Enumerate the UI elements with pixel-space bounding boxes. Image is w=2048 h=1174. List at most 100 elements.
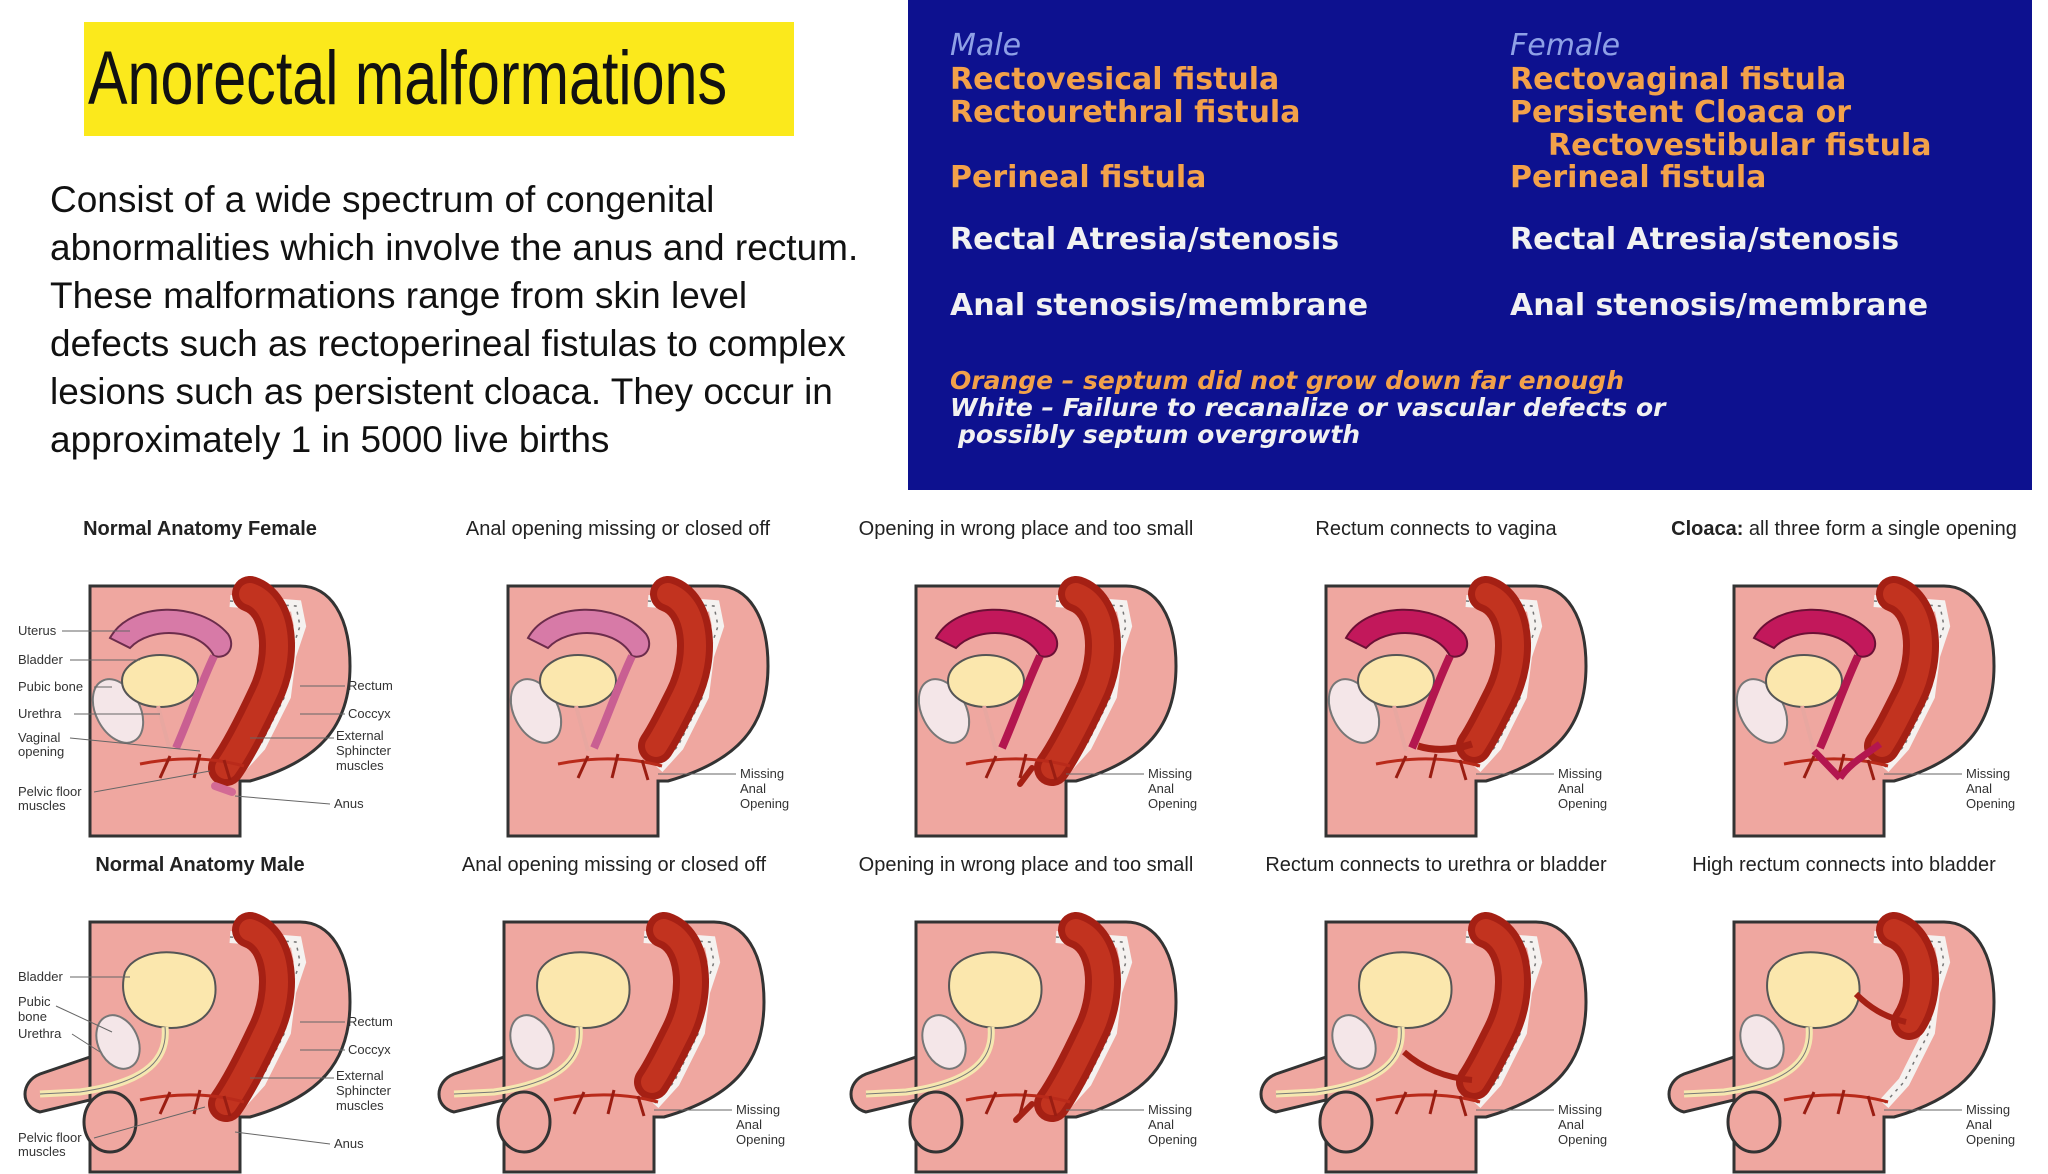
label-uterus: Uterus	[18, 623, 57, 638]
label-bladder: Bladder	[18, 969, 63, 984]
female-panel-normal: Normal Anatomy Female Uterus Bladder Pub…	[0, 518, 400, 838]
label-urethra: Urethra	[18, 706, 62, 721]
male-header: Male	[950, 28, 1022, 63]
label-pubic-bone: Pubic bone	[18, 679, 83, 694]
female-item: Anal stenosis/membrane	[1510, 288, 1929, 323]
svg-text:Anal: Anal	[1966, 781, 1992, 796]
female-normal-illustration: Uterus Bladder Pubic bone Urethra Vagina…	[18, 546, 393, 838]
panel-title: Rectum connects to vagina	[1315, 518, 1557, 540]
label-sphincter-muscles: muscles	[336, 1098, 384, 1113]
label-bladder: Bladder	[18, 652, 63, 667]
label-sphincter: Sphincter	[336, 743, 392, 758]
svg-text:Anal: Anal	[740, 781, 766, 796]
label-external: External	[336, 728, 384, 743]
label-rectum: Rectum	[348, 1014, 393, 1029]
svg-text:Opening: Opening	[1966, 1132, 2015, 1147]
label-anus: Anus	[334, 796, 364, 811]
male-labels-right: Rectum Coccyx External Sphincter muscles…	[234, 1014, 393, 1151]
label-bone: bone	[18, 1009, 47, 1024]
female-panel-wrong-place: Opening in wrong place and too small Mis…	[826, 518, 1226, 838]
female-item: Perineal fistula	[1510, 160, 1767, 195]
male-item: Perineal fistula	[950, 160, 1207, 195]
panel-title: Normal Anatomy Male	[95, 854, 305, 876]
legend-orange: Orange – septum did not grow down far en…	[950, 366, 1624, 395]
female-panel-cloaca: Cloaca: all three form a single opening …	[1644, 518, 2044, 838]
label-sphincter-muscles: muscles	[336, 758, 384, 773]
svg-text:Missing: Missing	[1558, 1102, 1602, 1117]
svg-text:Missing: Missing	[1966, 1102, 2010, 1117]
panel-title: Cloaca: all three form a single opening	[1671, 518, 2017, 540]
female-labels-right: Rectum Coccyx External Sphincter muscles…	[234, 678, 393, 811]
label-opening: opening	[18, 744, 64, 759]
panel-title: Rectum connects to urethra or bladder	[1265, 854, 1607, 876]
legend-white-line1: White – Failure to recanalize or vascula…	[950, 393, 1666, 422]
male-item: Rectal Atresia/stenosis	[950, 222, 1340, 257]
label-pelvic-floor: Pelvic floor	[18, 1130, 82, 1145]
male-bladder-illustration: Missing Anal Opening	[1644, 912, 2015, 1174]
svg-text:Missing: Missing	[740, 766, 784, 781]
svg-text:Opening: Opening	[1558, 796, 1607, 811]
svg-text:Anal: Anal	[1558, 1117, 1584, 1132]
female-panel-missing: Anal opening missing or closed off Missi…	[418, 518, 818, 838]
male-panel-urethra: Rectum connects to urethra or bladder Mi…	[1236, 854, 1636, 1174]
svg-text:Anal: Anal	[1558, 781, 1584, 796]
label-sphincter: Sphincter	[336, 1083, 392, 1098]
slide-title: Anorectal malformations	[88, 36, 728, 121]
male-item: Anal stenosis/membrane	[950, 288, 1369, 323]
male-panel-bladder: High rectum connects into bladder Missin…	[1644, 854, 2044, 1174]
female-wrong-place-illustration: Missing Anal Opening	[826, 546, 1197, 838]
panel-title: Normal Anatomy Female	[83, 518, 317, 540]
label-coccyx: Coccyx	[348, 706, 391, 721]
missing-opening-label: Missing Anal Opening	[654, 1102, 785, 1147]
panel-title: Anal opening missing or closed off	[465, 518, 771, 540]
panel-title: Opening in wrong place and too small	[858, 518, 1194, 540]
panel-title: Anal opening missing or closed off	[461, 854, 767, 876]
male-item: Rectovesical fistula	[950, 62, 1280, 97]
female-item: Persistent Cloaca or	[1510, 95, 1851, 130]
missing-opening-label: Missing Anal Opening	[658, 766, 789, 811]
svg-text:Missing: Missing	[736, 1102, 780, 1117]
label-anus: Anus	[334, 1136, 364, 1151]
svg-text:Opening: Opening	[736, 1132, 785, 1147]
missing-opening-label: Missing Anal Opening	[1476, 1102, 1607, 1147]
label-vaginal: Vaginal	[18, 730, 61, 745]
missing-opening-label: Missing Anal Opening	[1476, 766, 1607, 811]
label-coccyx: Coccyx	[348, 1042, 391, 1057]
female-item: Rectovaginal fistula	[1510, 62, 1847, 97]
svg-text:Opening: Opening	[1966, 796, 2015, 811]
female-vagina-illustration: Missing Anal Opening	[1236, 546, 1607, 838]
male-missing-illustration: Missing Anal Opening	[414, 882, 785, 1174]
male-item: Rectourethral fistula	[950, 95, 1301, 130]
male-normal-illustration: Bladder Pubic bone Urethra Pelvic floor …	[18, 882, 393, 1174]
male-wrong-place-illustration: Missing Anal Opening	[826, 882, 1197, 1174]
svg-text:Anal: Anal	[736, 1117, 762, 1132]
female-missing-illustration: Missing Anal Opening	[418, 546, 789, 838]
label-pubic: Pubic	[18, 994, 51, 1009]
svg-text:Anal: Anal	[1966, 1117, 1992, 1132]
svg-text:Opening: Opening	[1148, 1132, 1197, 1147]
female-item: Rectal Atresia/stenosis	[1510, 222, 1900, 257]
female-labels-left: Uterus Bladder Pubic bone Urethra Vagina…	[18, 623, 211, 813]
label-external: External	[336, 1068, 384, 1083]
svg-text:Anal: Anal	[1148, 1117, 1174, 1132]
svg-text:Missing: Missing	[1148, 1102, 1192, 1117]
male-panel-normal: Normal Anatomy Male Bladder Pubic bone U…	[0, 854, 400, 1174]
svg-text:Opening: Opening	[1558, 1132, 1607, 1147]
male-panel-wrong-place: Opening in wrong place and too small Mis…	[826, 854, 1226, 1174]
female-cloaca-illustration: Missing Anal Opening	[1644, 546, 2015, 838]
legend-white-line2: possibly septum overgrowth	[958, 420, 1361, 449]
svg-text:Opening: Opening	[1148, 796, 1197, 811]
label-pelvic-floor: Pelvic floor	[18, 784, 82, 799]
missing-opening-label: Missing Anal Opening	[1066, 1102, 1197, 1147]
panel-title: Opening in wrong place and too small	[858, 854, 1194, 876]
label-urethra: Urethra	[18, 1026, 62, 1041]
female-header: Female	[1510, 28, 1621, 63]
male-urethra-illustration: Missing Anal Opening	[1236, 882, 1607, 1174]
classification-box: Male Rectovesical fistula Rectourethral …	[908, 0, 2032, 490]
svg-text:Missing: Missing	[1966, 766, 2010, 781]
svg-text:Missing: Missing	[1148, 766, 1192, 781]
label-rectum: Rectum	[348, 678, 393, 693]
missing-opening-label: Missing Anal Opening	[1066, 766, 1197, 811]
missing-opening-label: Missing Anal Opening	[1884, 1102, 2015, 1147]
svg-text:Opening: Opening	[740, 796, 789, 811]
